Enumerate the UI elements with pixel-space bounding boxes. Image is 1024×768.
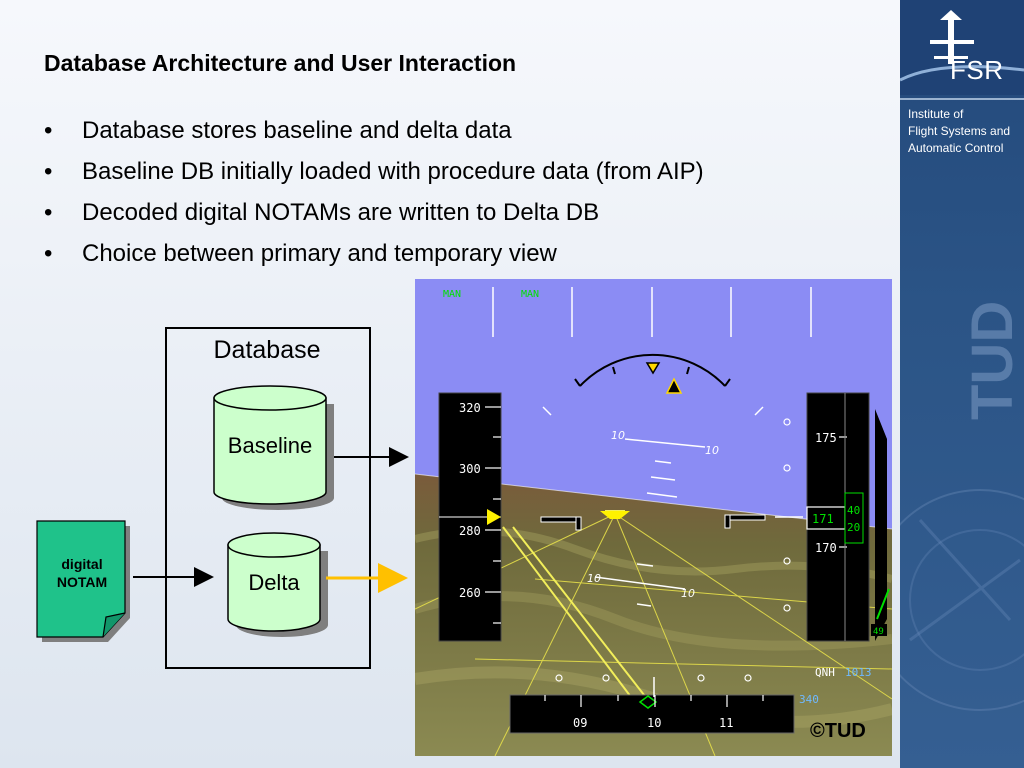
airplane-icon [900,10,1024,82]
pitch-label: 10 [705,444,719,457]
alt-fine: 20 [847,521,860,534]
baseline-cylinder: Baseline [213,385,334,510]
delta-cylinder: Delta [227,532,328,637]
database-container [165,327,371,669]
bullet-item: Decoded digital NOTAMs are written to De… [44,192,704,233]
alt-fine: 40 [847,504,860,517]
sidebar-divider [900,98,1024,100]
vsi-scale [875,409,887,641]
delta-label: Delta [248,570,300,595]
baseline-label: Baseline [228,433,312,458]
heading-tick: 10 [647,716,661,730]
tud-watermark: TUD [960,301,1024,420]
alt-tick: 175 [815,431,837,445]
notam-document [36,520,130,642]
slide-main: Database Architecture and User Interacti… [0,0,900,768]
institute-sidebar: FSR Institute of Flight Systems and Auto… [900,0,1024,768]
speed-tick: 260 [459,586,481,600]
speed-tick: 320 [459,401,481,415]
heading-tape: 09 10 11 [509,677,795,734]
heading-tick: 09 [573,716,587,730]
pitch-label: 10 [587,572,601,585]
bullet-item: Baseline DB initially loaded with proced… [44,151,704,192]
altitude-tape: 175 170 171 40 20 [806,392,870,642]
sidebar-watermark: TUD [900,301,1024,711]
speed-tape: 320 300 280 260 [438,392,502,642]
institute-name: Institute of Flight Systems and Automati… [908,106,1024,157]
slide-title: Database Architecture and User Interacti… [44,50,517,76]
institute-line: Institute of [908,107,964,121]
bullet-item: Database stores baseline and delta data [44,110,704,151]
notam-label-line: digital [61,556,103,572]
database-label: Database [213,336,321,364]
speed-tick: 300 [459,462,481,476]
notam-label: digital NOTAM [38,555,126,591]
mode-right: MAN [521,289,539,300]
architecture-diagram: Baseline Delta [36,385,409,642]
pitch-label: 10 [611,429,625,442]
fsr-logo: FSR [900,0,1024,95]
bullet-item: Choice between primary and temporary vie… [44,233,704,274]
speed-tick: 280 [459,524,481,538]
institute-line: Flight Systems and [908,124,1011,138]
alt-tick: 170 [815,541,837,555]
pfd-graphic: MAN MAN [415,279,892,756]
logo-text: FSR [950,55,1004,85]
alt-current: 171 [812,512,834,526]
pitch-label: 10 [681,587,695,600]
primary-flight-display: MAN MAN [415,279,892,756]
qnh-label: QNH [815,666,835,679]
aircraft-symbol [540,514,803,531]
bullet-list: Database stores baseline and delta data … [44,110,704,274]
vs-value: 49 [873,627,884,637]
pfd-ground [415,474,892,756]
qnh-value: 1013 [845,666,872,679]
mode-left: MAN [443,289,461,300]
institute-line: Automatic Control [908,141,1004,155]
heading-tick: 11 [719,716,733,730]
notam-label-line: NOTAM [56,574,108,590]
heading-value: 340 [799,693,819,706]
copyright-label: ©TUD [810,720,866,742]
